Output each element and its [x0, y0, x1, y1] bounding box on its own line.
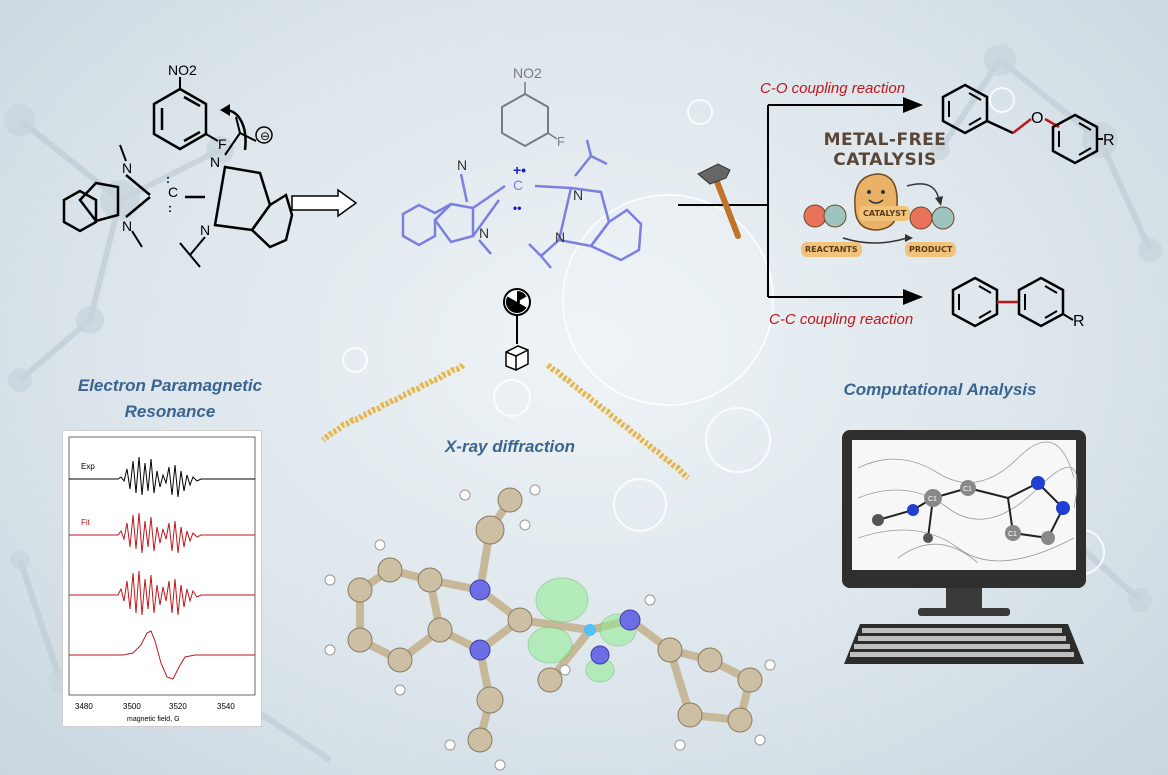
- epr-spectrum-panel: Exp Fit 3480 3500 3520 3540 magnetic fie…: [62, 430, 262, 727]
- nitrogen-label: N: [122, 160, 132, 176]
- crystal-structure-model: [324, 484, 776, 771]
- epr-title-line2: Resonance: [124, 402, 216, 421]
- svg-text::: :: [168, 201, 172, 215]
- central-carbon-label: C: [168, 184, 178, 200]
- curved-arrow-icon: [224, 108, 247, 151]
- r-group-label: R: [1103, 132, 1115, 149]
- process-arrow-icon: [291, 188, 358, 218]
- trace-label-exp: Exp: [81, 462, 95, 471]
- nitrogen-label: N: [200, 222, 210, 238]
- fluoro-label: F: [218, 136, 227, 152]
- atom-label: C1: [1008, 531, 1017, 538]
- metal-free-catalysis-graphic: METAL-FREE CATALYSIS CATALYST REACTANTS …: [795, 130, 975, 265]
- derivative-trace: [69, 630, 255, 680]
- x-tick: 3480: [75, 702, 93, 711]
- biaryl-product: R: [951, 276, 1085, 330]
- cc-coupling-label: C-C coupling reaction: [769, 311, 914, 328]
- atom-label: C1: [928, 496, 937, 503]
- nitrogen-label: N: [457, 157, 467, 173]
- central-carbon-label: C: [513, 177, 523, 193]
- nitro-label: NO2: [513, 65, 542, 81]
- nitro-label: NO2: [168, 62, 197, 78]
- oxygen-label: O: [1031, 110, 1043, 127]
- x-tick: 3540: [217, 702, 235, 711]
- nitrogen-label: N: [210, 154, 220, 170]
- atom-label: C1: [963, 486, 972, 493]
- fluoroarene-ring: [152, 87, 208, 151]
- catalysis-title: METAL-FREE CATALYSIS: [795, 130, 975, 170]
- diffraction-beams: [321, 362, 690, 481]
- reaction-branch-arrows: [678, 97, 923, 305]
- xray-title: X-ray diffraction: [444, 437, 576, 456]
- fit-trace-1: [69, 512, 255, 554]
- fit-trace-2: [69, 570, 255, 616]
- r-group-label: R: [1073, 313, 1085, 330]
- computational-title: Computational Analysis: [843, 380, 1037, 399]
- co-coupling-label: C-O coupling reaction: [760, 80, 906, 97]
- hammer-icon: [697, 163, 741, 239]
- x-axis-label: magnetic field, G: [127, 716, 180, 723]
- svg-text::: :: [166, 172, 170, 186]
- epr-title: Electron Paramagnetic Resonance: [60, 373, 280, 425]
- exp-trace: [69, 456, 255, 498]
- monitor-screen: [852, 440, 1076, 570]
- catalysis-title-line1: METAL-FREE: [823, 130, 947, 150]
- fluoro-label: F: [557, 134, 565, 149]
- nitrogen-label: N: [479, 225, 489, 241]
- xray-source-icon: [503, 288, 531, 371]
- product-badge: PRODUCT: [905, 242, 957, 257]
- nitrogen-label: N: [573, 187, 583, 203]
- ether-product: O R: [941, 83, 1115, 165]
- computer-icon: C1 C1 C1: [842, 430, 1086, 664]
- catalyst-badge: CATALYST: [859, 206, 911, 221]
- x-tick: 3520: [169, 702, 187, 711]
- reactant-scheme: NO2 F ⊖ N N C : : N N: [62, 62, 294, 268]
- radical-cation-scheme: NO2 F +• C •• N N N N: [401, 65, 643, 269]
- epr-title-line1: Electron Paramagnetic: [77, 376, 263, 395]
- x-tick: 3500: [123, 702, 141, 711]
- minus-sign: ⊖: [260, 129, 270, 143]
- lone-pair-symbol: ••: [513, 201, 521, 215]
- reactants-badge: REACTANTS: [801, 242, 862, 257]
- nitrogen-label: N: [122, 218, 132, 234]
- trace-label-fit: Fit: [81, 518, 91, 527]
- nitrogen-label: N: [555, 229, 565, 245]
- radical-cation-symbol: +•: [513, 162, 526, 178]
- catalysis-title-line2: CATALYSIS: [833, 150, 937, 170]
- epr-spectrum-plot: Exp Fit 3480 3500 3520 3540 magnetic fie…: [68, 436, 256, 723]
